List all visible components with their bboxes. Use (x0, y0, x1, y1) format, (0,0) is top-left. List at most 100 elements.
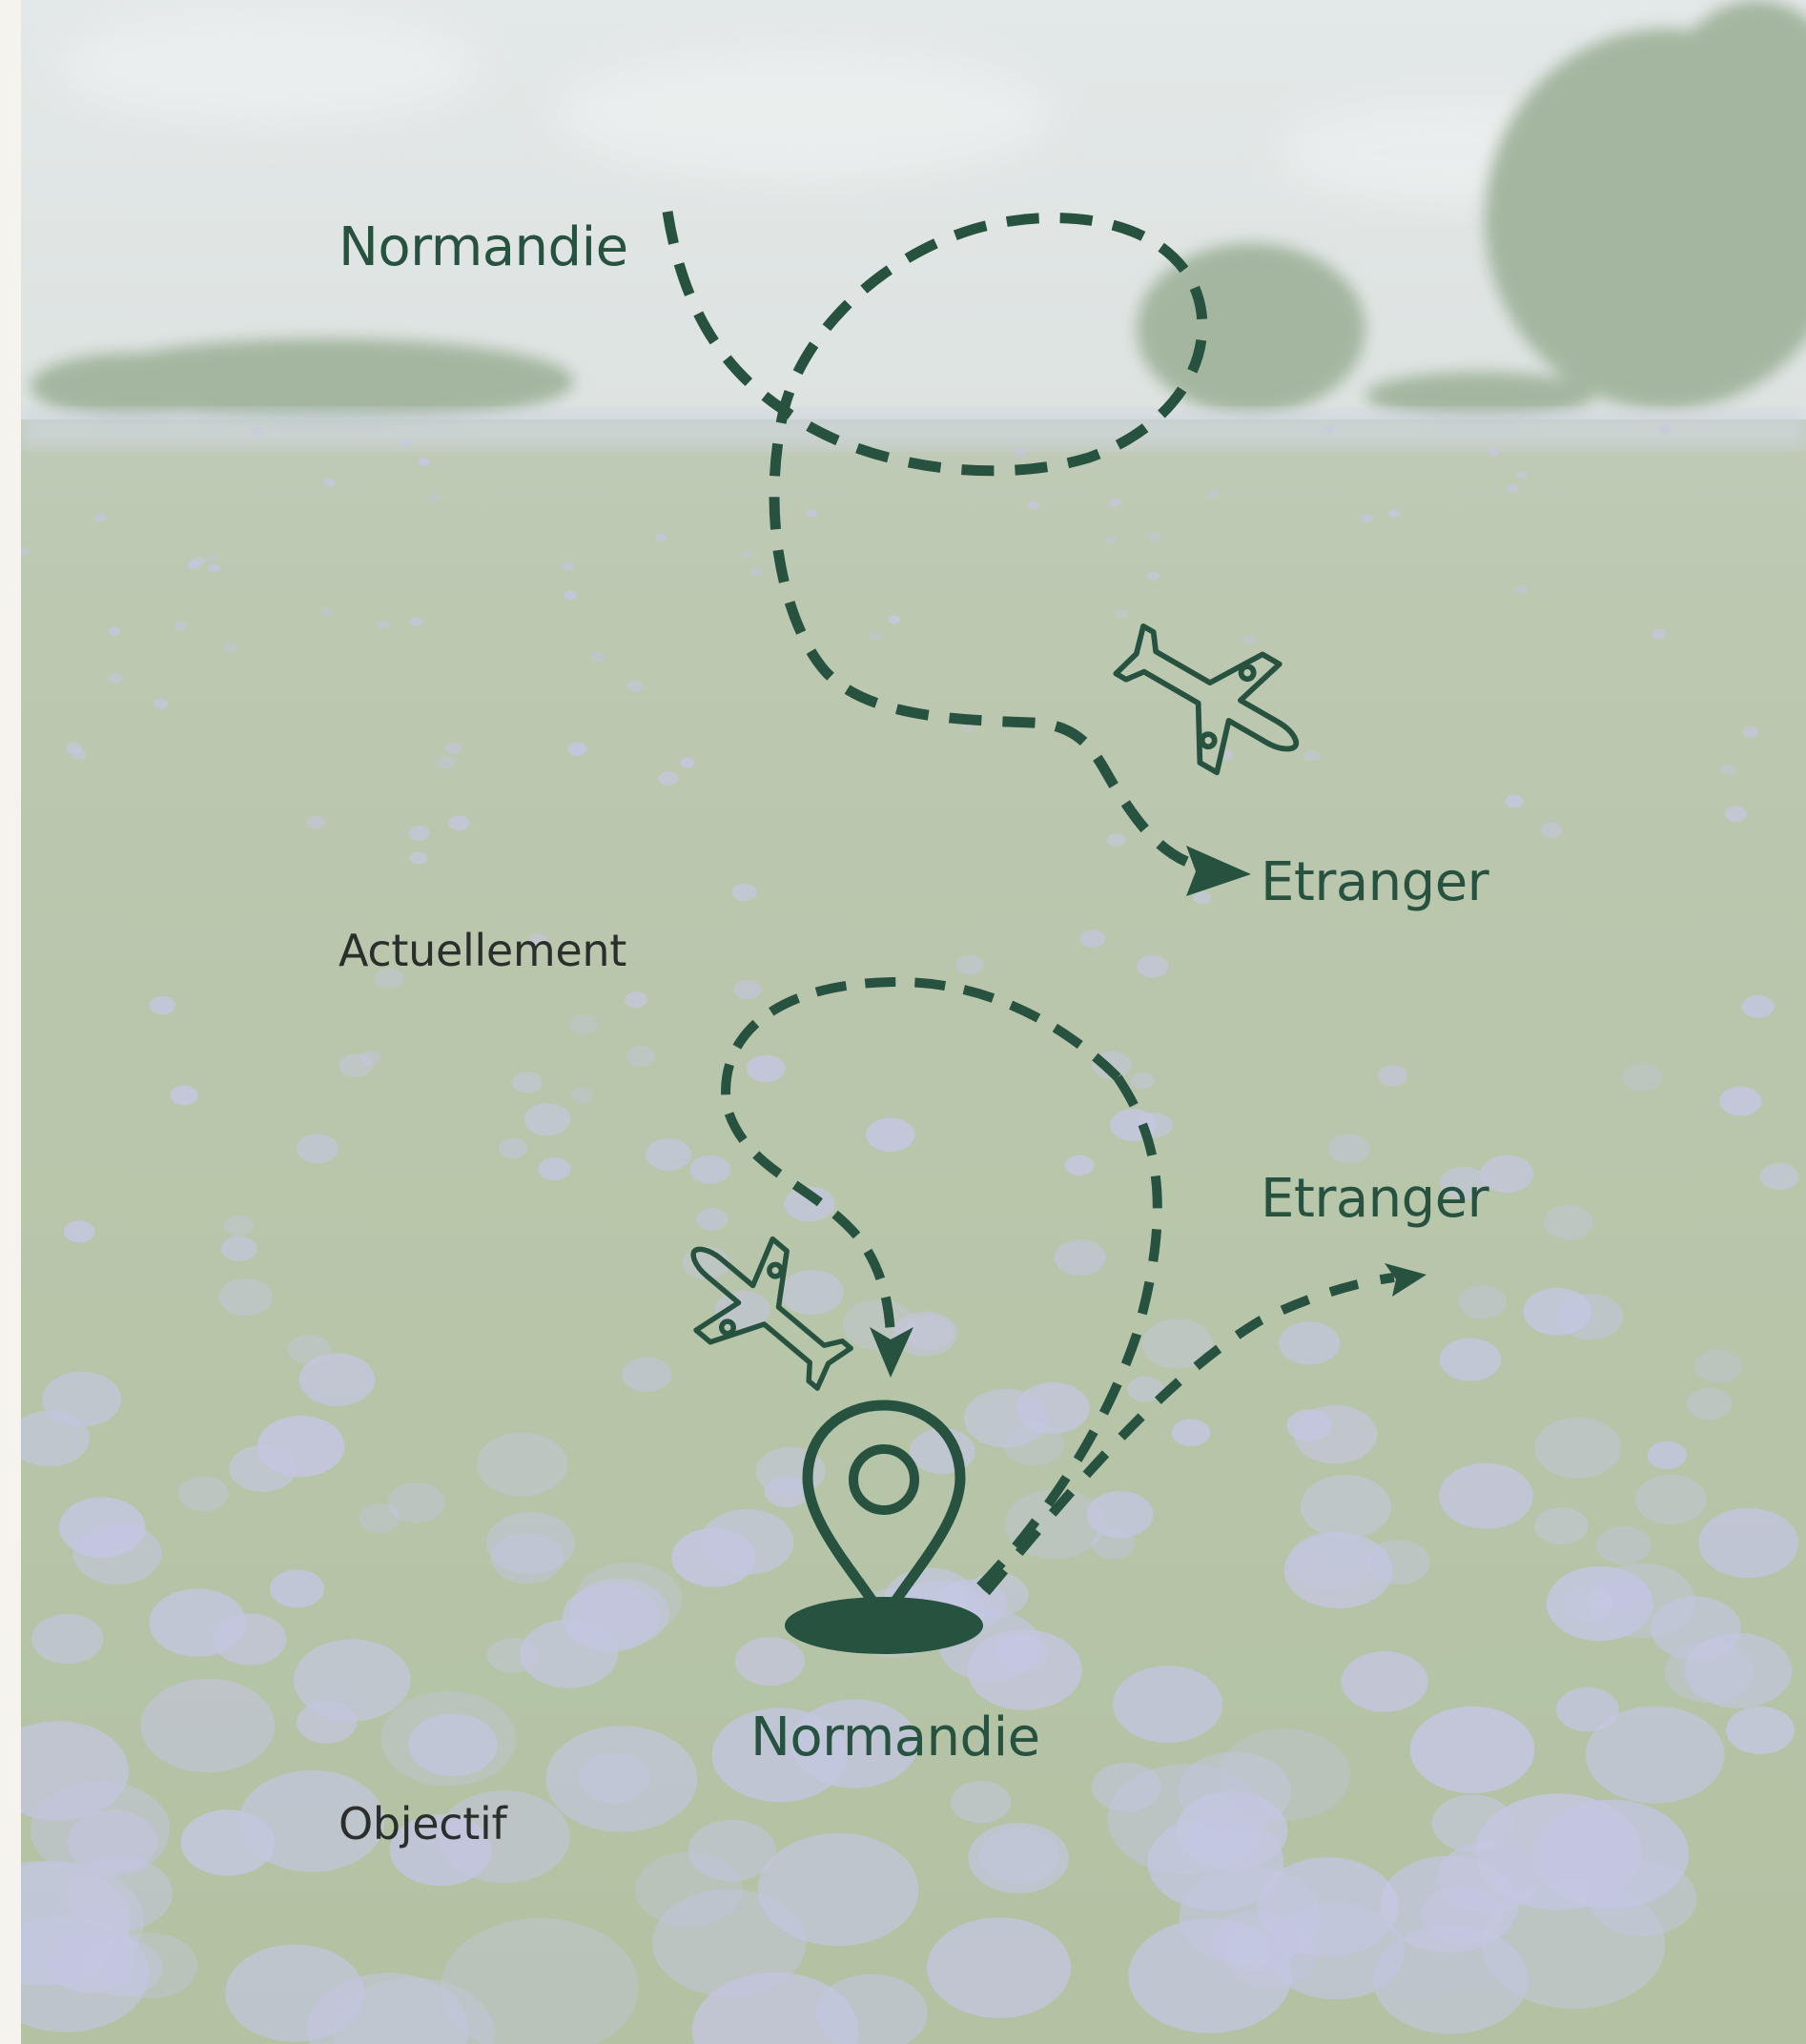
flower-blob (959, 723, 975, 733)
flower-blob (1300, 1474, 1392, 1539)
flower-blob (1439, 1338, 1502, 1381)
flower-blob (94, 513, 107, 522)
flower-blob (1480, 1155, 1534, 1194)
flower-blob (1127, 1376, 1164, 1402)
flower-blob (428, 493, 441, 502)
flower-blob (750, 567, 763, 577)
flower-blob (418, 458, 430, 466)
flower-blob (1431, 1794, 1514, 1852)
flower-blob (1596, 1525, 1652, 1564)
flower-blob (741, 550, 753, 559)
flower-blob (561, 562, 574, 571)
destination-label-top: Etranger (1261, 851, 1489, 913)
flower-blob (58, 1497, 146, 1558)
flower-blob (1109, 498, 1122, 506)
flower-blob (1555, 1687, 1619, 1732)
flow-diagram (21, 0, 1806, 2044)
flower-blob (866, 1117, 915, 1153)
route-out-arrow (1385, 1263, 1426, 1297)
flower-blob (1540, 822, 1564, 839)
flower-blob (955, 954, 984, 975)
route-return-arrow (870, 1327, 913, 1378)
flower-blob (1341, 1651, 1428, 1712)
flower-blob (438, 1790, 570, 1884)
flower-blob (1720, 764, 1736, 775)
flower-blob (671, 1527, 756, 1587)
flower-blob (149, 1588, 247, 1657)
flower-blob (499, 1138, 528, 1158)
flower-blob (1534, 1417, 1622, 1479)
flower-blob (1028, 501, 1040, 510)
flower-blob (187, 561, 200, 569)
flower-blob (1079, 930, 1106, 948)
flower-blob (339, 1053, 373, 1078)
flower-blob (71, 748, 87, 760)
flower-blob (1016, 1382, 1090, 1434)
background-photo (21, 0, 1806, 2044)
flower-blob (951, 1781, 1012, 1824)
flower-blob (1543, 1204, 1593, 1240)
flower-blob (1741, 994, 1775, 1018)
flower-blob (250, 427, 262, 436)
flower-blob (626, 681, 643, 692)
flower-blob (731, 883, 758, 902)
flower-blob (1149, 532, 1161, 542)
flower-blob (562, 1584, 660, 1652)
flower-blob (380, 1691, 517, 1787)
flower-blob (1759, 1163, 1799, 1191)
flower-blob (1361, 514, 1374, 522)
flower-blob (21, 1721, 129, 1821)
flower-blob (967, 1629, 1082, 1710)
flower-blob (1741, 726, 1759, 738)
flower-blob (323, 478, 336, 487)
flower-blob (626, 1046, 656, 1067)
flower-blob (400, 439, 412, 448)
flower-blob (223, 1215, 254, 1237)
flower-blob (444, 742, 462, 754)
origin-label-bottom: Normandie (750, 1707, 1040, 1768)
flower-blob (1130, 1073, 1155, 1090)
flower-blob (269, 1569, 325, 1608)
flower-blob (511, 1072, 543, 1094)
flower-blob (208, 554, 220, 563)
flower-blob (695, 1207, 729, 1231)
flower-blob (1719, 1086, 1762, 1116)
flower-blob (177, 1476, 229, 1512)
trees (31, 0, 1806, 424)
flower-blob (408, 1713, 498, 1777)
flower-blob (1365, 1540, 1431, 1585)
flower-blob (1726, 1706, 1795, 1754)
flower-blob (1286, 1409, 1332, 1441)
flower-blob (1146, 571, 1160, 582)
flower-blob (1178, 1751, 1291, 1831)
flower-blob (805, 509, 818, 518)
flower-blob (1650, 1596, 1741, 1661)
route-return-dashed (721, 976, 1121, 1336)
flower-blob (1514, 584, 1528, 594)
caption-goal: Objectif (339, 1798, 507, 1850)
flower-blob (904, 1315, 954, 1350)
flower-blob (108, 673, 123, 684)
flower-blob (570, 1087, 594, 1104)
flower-blob (387, 1482, 445, 1523)
flower-blob (1523, 1287, 1591, 1336)
flower-blob (1283, 1532, 1393, 1609)
flower-blob (1003, 1422, 1065, 1466)
flower-blob (658, 771, 679, 786)
flower-blob (296, 1134, 339, 1164)
flower-blob (691, 1972, 859, 2044)
flower-blob (293, 1639, 411, 1722)
flower-blob (635, 1851, 743, 1928)
flower-blob (220, 1236, 257, 1261)
flower-blob (1635, 1474, 1707, 1525)
flower-blob (1112, 1666, 1223, 1743)
flower-blob (1694, 1349, 1743, 1383)
flower-blob (978, 1828, 1059, 1885)
flower-blob (538, 1157, 571, 1181)
flower-blob (1373, 1925, 1529, 2034)
flower-blob (1647, 1441, 1687, 1469)
airplane-icon (1113, 623, 1300, 776)
flower-blob (153, 698, 168, 709)
flower-blob (374, 968, 404, 989)
flower-blob (376, 620, 390, 630)
